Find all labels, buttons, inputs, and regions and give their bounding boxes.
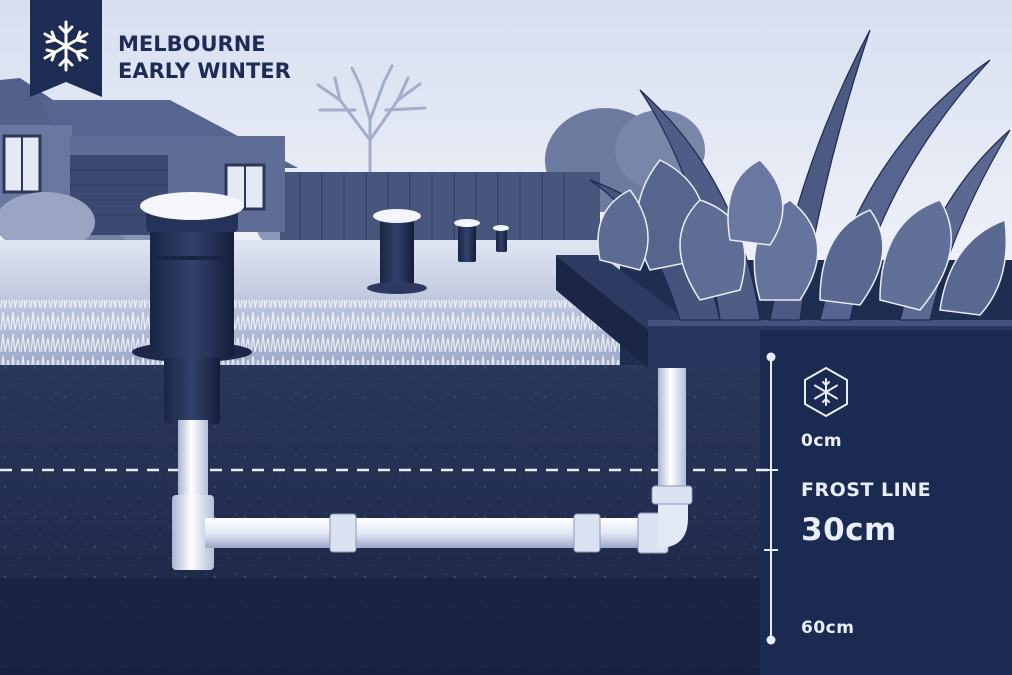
irrigation-pipe xyxy=(172,368,693,570)
depth-label-top: 0cm xyxy=(801,431,842,451)
badge-line-2: EARLY WINTER xyxy=(118,59,291,83)
snowflake-icon xyxy=(804,366,848,418)
location-badge xyxy=(30,0,102,97)
distant-sprinklers xyxy=(367,209,509,294)
front-bush xyxy=(0,192,95,252)
foliage xyxy=(589,29,1011,321)
depth-panel xyxy=(760,330,1012,675)
snowflake-icon xyxy=(43,20,89,72)
deep-soil-layer xyxy=(0,578,760,675)
depth-label-bottom: 60cm xyxy=(801,618,854,638)
bare-tree xyxy=(316,64,427,177)
fence xyxy=(280,172,600,246)
badge-line-1: MELBOURNE xyxy=(118,32,266,56)
sprinkler-head xyxy=(132,192,252,424)
frost-line-title: FROST LINE xyxy=(801,479,931,501)
frost-line-value: 30cm xyxy=(801,512,897,548)
depth-scale xyxy=(764,352,778,645)
frosty-grass xyxy=(0,300,620,372)
